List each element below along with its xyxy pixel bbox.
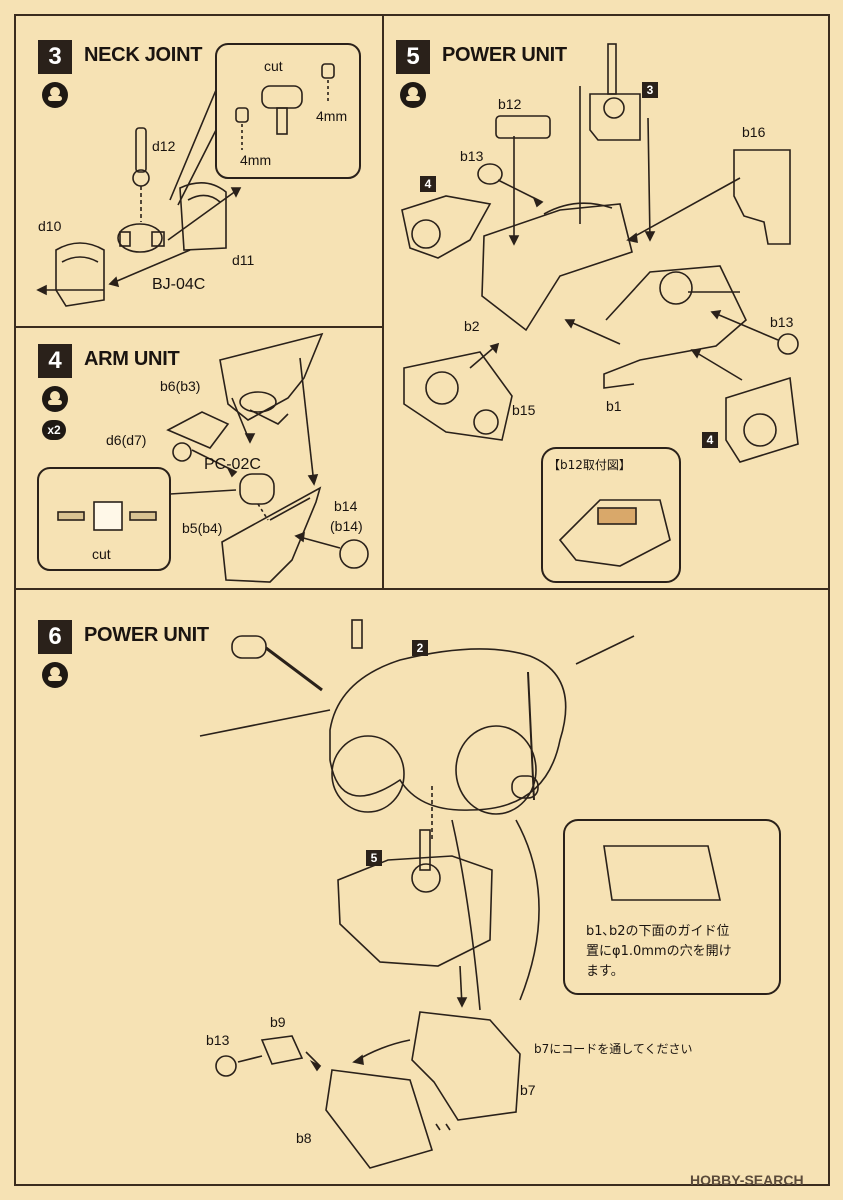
drill-hole-note-line-3: ます。 — [586, 964, 624, 979]
label-b13: b13 — [460, 148, 484, 164]
step-title-neck-joint: NECK JOINT — [84, 44, 203, 66]
ref-step-3-badge: 3 — [642, 82, 658, 98]
label-b6-b3: b6(b3) — [160, 378, 201, 394]
label-b16: b16 — [742, 124, 766, 140]
label-d11: d11 — [232, 252, 255, 268]
label-b2: b2 — [464, 318, 480, 334]
label-b9: b9 — [270, 1014, 286, 1030]
label-b13-right: b13 — [770, 314, 794, 330]
watermark: HOBBY-SEARCH — [690, 1172, 804, 1188]
label-cut: cut — [264, 58, 283, 74]
label-b8: b8 — [296, 1130, 312, 1146]
cement-icon — [42, 82, 68, 108]
label-b13: b13 — [206, 1032, 230, 1048]
instruction-cord-through-b7: b7にコードを通してください — [534, 1042, 693, 1056]
label-d12: d12 — [152, 138, 176, 154]
drill-hole-note-line-2: 置にφ1.0mmの穴を開け — [586, 944, 732, 959]
drill-hole-note-line-1: b1､b2の下面のガイド位 — [586, 924, 730, 939]
cement-icon — [42, 386, 68, 412]
label-b14: b14 — [334, 498, 358, 514]
label-d6-d7: d6(d7) — [106, 432, 147, 448]
b12-mounting-diagram-title: 【b12取付図】 — [548, 458, 631, 472]
quantity-x2-badge: x2 — [42, 420, 66, 440]
label-b15: b15 — [512, 402, 536, 418]
step-title-power-unit-6: POWER UNIT — [84, 624, 209, 646]
drill-hole-note: b1､b2の下面のガイド位 置にφ1.0mmの穴を開け ます。 — [586, 922, 732, 982]
ref-step-2-badge: 2 — [412, 640, 428, 656]
label-b12: b12 — [498, 96, 522, 112]
cement-icon — [42, 662, 68, 688]
step-number-6: 6 — [38, 620, 72, 654]
label-pc-02c: PC-02C — [204, 456, 261, 473]
label-4mm-left: 4mm — [240, 152, 272, 168]
label-cut-callout: cut — [92, 546, 111, 562]
ref-step-4-badge: 4 — [702, 432, 718, 448]
label-b14-paren: (b14) — [330, 518, 363, 534]
label-b7: b7 — [520, 1082, 536, 1098]
step-title-arm-unit: ARM UNIT — [84, 348, 180, 370]
ref-step-4-badge: 4 — [420, 176, 436, 192]
cement-icon — [400, 82, 426, 108]
label-4mm-right: 4mm — [316, 108, 348, 124]
step-number-4: 4 — [38, 344, 72, 378]
step-number-5: 5 — [396, 40, 430, 74]
label-bj-04c: BJ-04C — [152, 276, 206, 293]
panel-step-6 — [14, 588, 830, 1186]
step-number-3: 3 — [38, 40, 72, 74]
label-b5-b4: b5(b4) — [182, 520, 223, 536]
label-d10: d10 — [38, 218, 62, 234]
label-b1: b1 — [606, 398, 622, 414]
step-title-power-unit: POWER UNIT — [442, 44, 567, 66]
ref-step-5-badge: 5 — [366, 850, 382, 866]
